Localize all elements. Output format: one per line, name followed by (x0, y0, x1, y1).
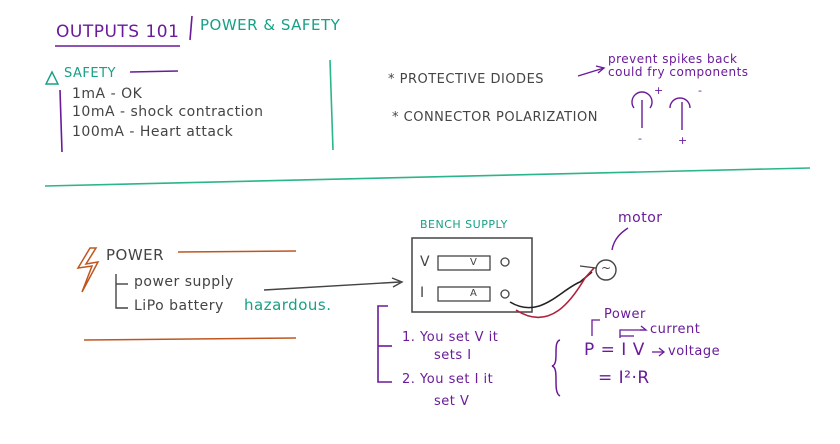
voltage-label: V (420, 254, 431, 270)
page-subtitle: POWER & SAFETY (200, 16, 341, 34)
safety-item-1: 1mA - OK (72, 86, 143, 102)
power-heading-line (177, 250, 297, 253)
lipo-battery-item: LiPo battery (134, 298, 224, 314)
voltage-display (437, 255, 491, 271)
current-display (437, 286, 491, 302)
hazardous-label: hazardous. (244, 296, 332, 314)
motor-label: motor (618, 210, 663, 226)
polarized-connector-icon-2 (669, 97, 691, 130)
safety-bracket (59, 89, 63, 153)
power-bottom-line (83, 337, 297, 341)
title-separator (189, 15, 193, 41)
bench-supply-label: BENCH SUPPLY (420, 218, 508, 231)
motor-label-line (611, 227, 629, 251)
diodes-note-line-1: prevent spikes back (608, 52, 738, 66)
motor-symbol: ~ (601, 261, 612, 275)
step-2-line-1: 2. You set I it (402, 372, 494, 387)
formula-voltage-label: voltage (668, 344, 721, 359)
current-label-arrow (619, 329, 646, 338)
power-supply-item: power supply (134, 274, 234, 290)
diodes-note-arrow (577, 67, 605, 77)
supply-arrow (263, 281, 401, 291)
safety-heading-line (129, 70, 179, 73)
step-2-line-2: set V (434, 394, 470, 409)
page-title: OUTPUTS 101 (56, 22, 180, 42)
step-1-line-2: sets I (434, 348, 472, 363)
polarized-connector-icon-1 (631, 91, 653, 128)
safety-heading: SAFETY (64, 66, 116, 81)
diodes-note-line-2: could fry components (608, 65, 749, 79)
formula-power-equation: P = I V (584, 340, 645, 360)
power-heading: POWER (106, 246, 165, 264)
plus-sign-bottom: + (678, 134, 688, 147)
lightning-bolt-icon (76, 247, 100, 293)
bench-supply-box (411, 237, 533, 313)
voltage-knob-icon (500, 257, 510, 267)
steps-bracket (377, 305, 392, 383)
safety-item-2: 10mA - shock contraction (72, 104, 264, 120)
formula-power-label: Power (604, 307, 646, 322)
power-label-arrow (591, 319, 600, 336)
red-wire (515, 267, 595, 319)
section-divider (44, 167, 811, 187)
connector-polarization-label: * CONNECTOR POLARIZATION (392, 110, 598, 125)
safety-item-3: 100mA - Heart attack (72, 124, 234, 140)
motor-icon (595, 259, 617, 281)
warning-triangle-icon (44, 70, 60, 85)
black-wire (509, 271, 593, 309)
formula-resistance-equation: = I²·R (598, 368, 650, 388)
protective-diodes-label: * PROTECTIVE DIODES (388, 72, 545, 87)
current-knob-icon (500, 289, 510, 299)
current-label: I (420, 285, 425, 301)
current-unit: A (470, 288, 478, 299)
power-tree-line (115, 274, 128, 309)
plus-sign-top: + (654, 84, 664, 97)
top-vertical-divider (329, 59, 334, 151)
step-1-line-1: 1. You set V it (402, 330, 499, 345)
minus-sign-bottom: - (638, 132, 643, 145)
formula-current-label: current (650, 322, 701, 337)
minus-sign-top: - (698, 84, 703, 97)
voltage-unit: V (470, 257, 478, 268)
curly-brace (551, 339, 561, 397)
